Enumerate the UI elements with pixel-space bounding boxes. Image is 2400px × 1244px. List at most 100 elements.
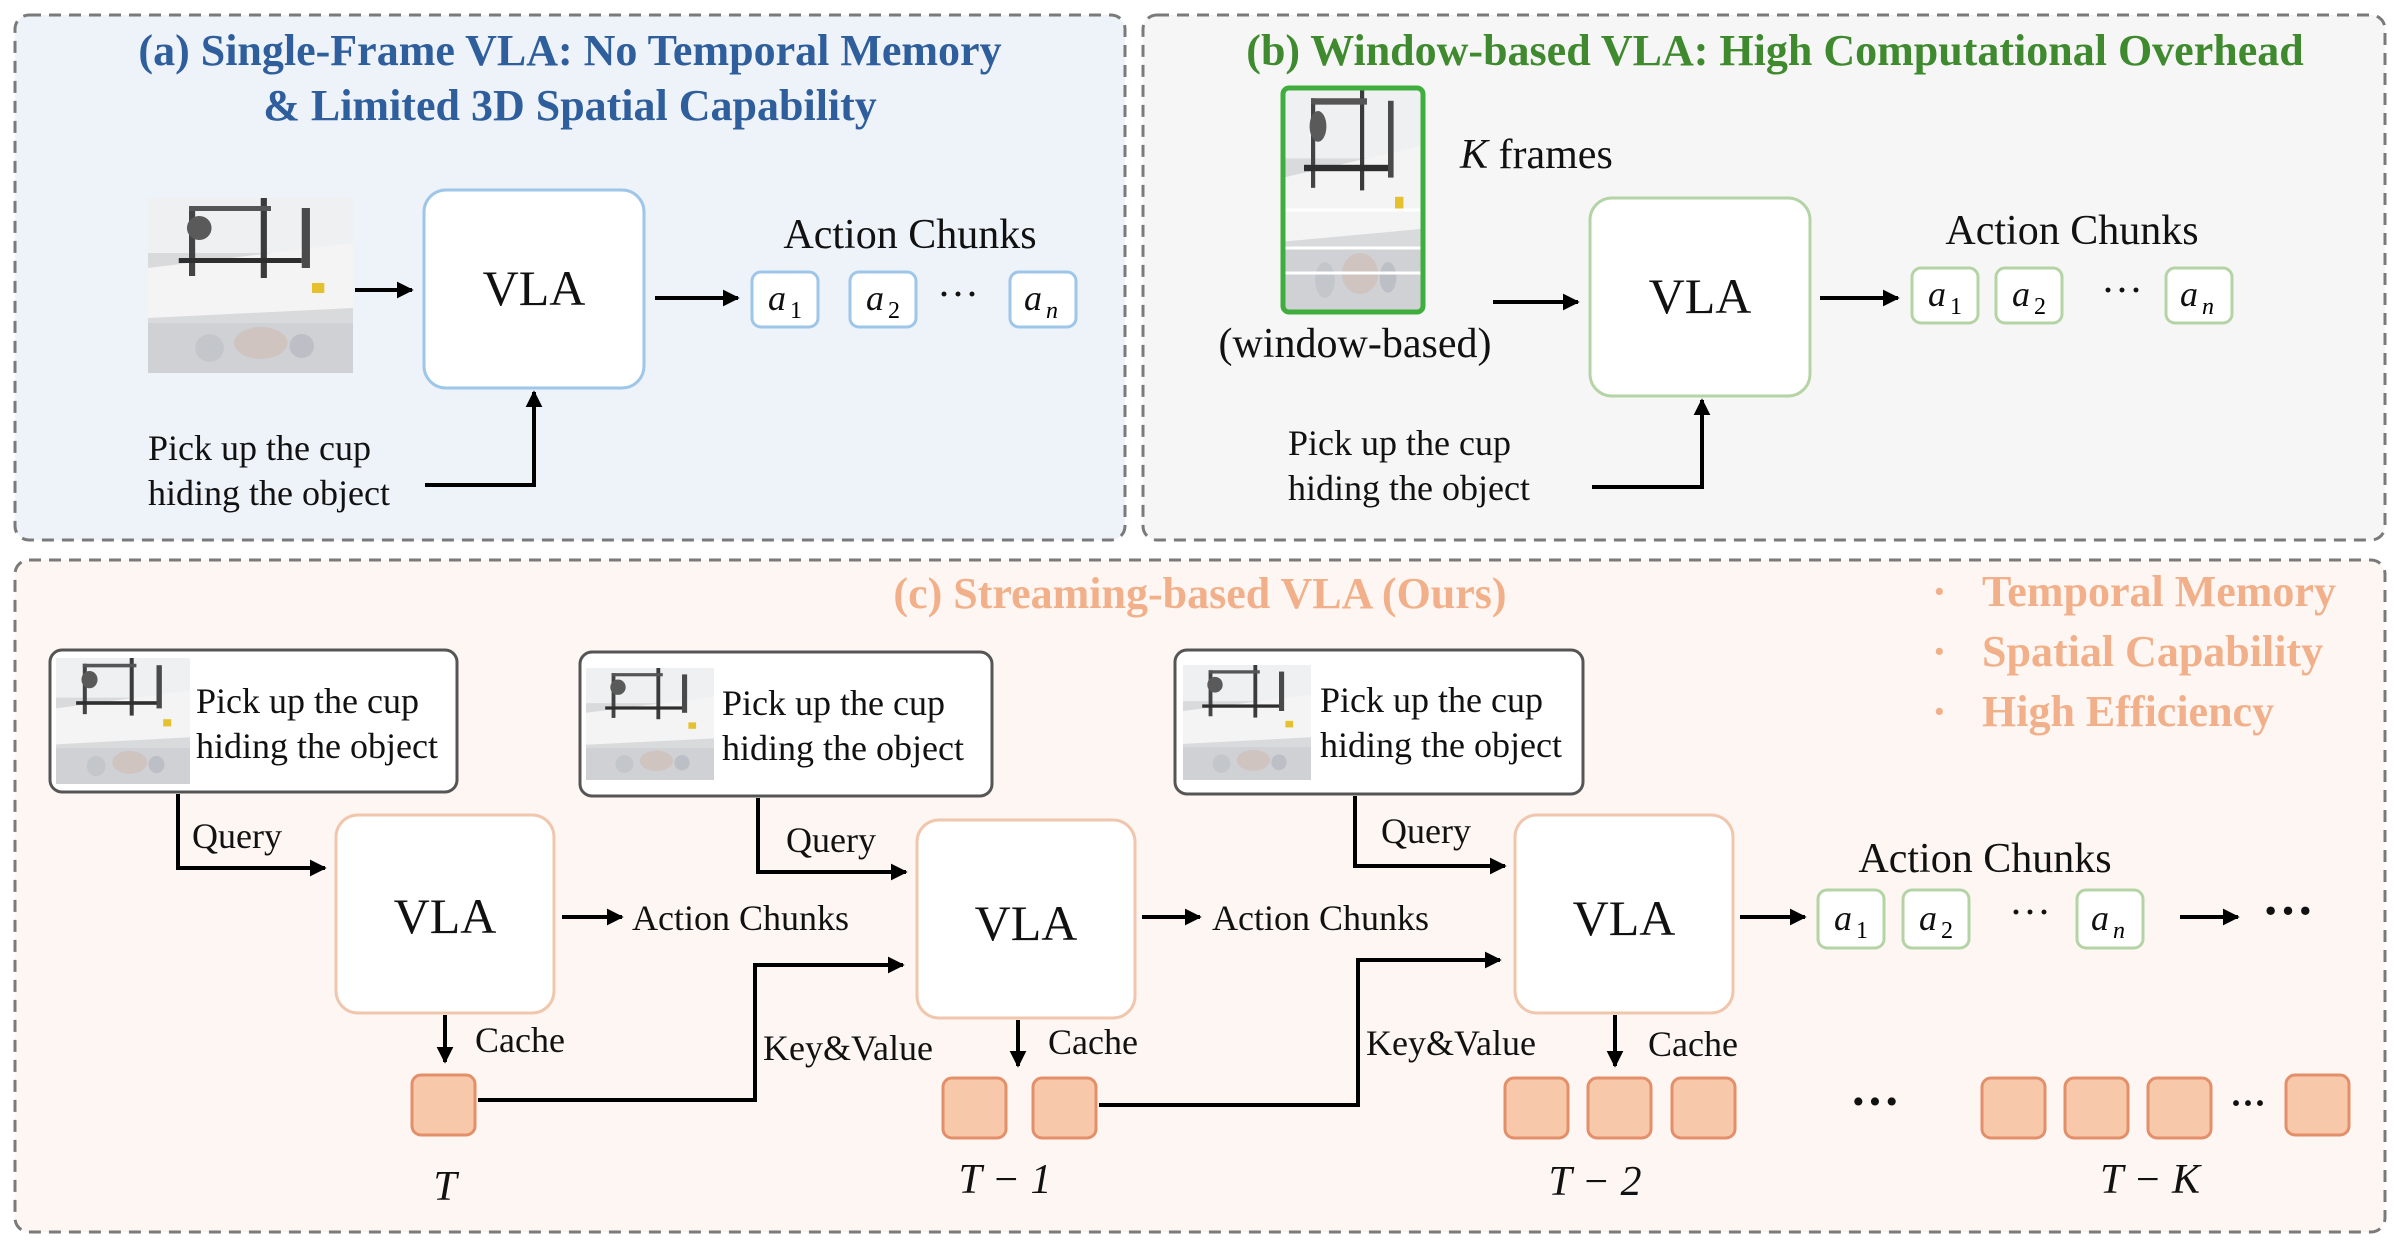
svg-text:a: a xyxy=(768,278,786,318)
svg-text:n: n xyxy=(2113,918,2125,944)
svg-text:a: a xyxy=(866,278,884,318)
step-t-instruction-line2: hiding the object xyxy=(196,726,438,766)
cache-block xyxy=(941,1076,1008,1140)
step-t2-cache-label: Cache xyxy=(1648,1024,1738,1064)
panel-a-vla-box xyxy=(422,188,646,390)
step-t1-query-arrow xyxy=(756,798,908,881)
step-t-instruction-line1: Pick up the cup xyxy=(196,681,419,721)
cache-block xyxy=(1586,1076,1653,1140)
panel-c-continue-ellipsis: ··· xyxy=(2262,883,2314,940)
step-t1-cache-label: Cache xyxy=(1048,1022,1138,1062)
time-label-t: T xyxy=(433,1164,459,1210)
step-t2-query-label: Query xyxy=(1381,811,1471,851)
svg-text:2: 2 xyxy=(2034,294,2046,320)
step-t2-input-card: Pick up the cup hiding the object xyxy=(1173,648,1585,796)
cache-block xyxy=(1031,1076,1098,1140)
svg-text:n: n xyxy=(2202,294,2214,320)
step-t-action-chunks: Action Chunks xyxy=(632,898,849,938)
panel-c: (c) Streaming-based VLA (Ours) · Tempora… xyxy=(13,558,2387,1234)
panel-a-vla-label: VLA xyxy=(483,260,586,316)
svg-text:1: 1 xyxy=(790,298,802,324)
step-t-vla-label: VLA xyxy=(394,888,497,944)
panel-b-action-chunks-label: Action Chunks xyxy=(1945,208,2198,254)
svg-text:n: n xyxy=(1046,298,1058,324)
kv-label-1: Key&Value xyxy=(763,1028,933,1068)
panel-a-token-an: a n xyxy=(1008,270,1078,329)
panel-b-frame-stack xyxy=(1280,85,1426,315)
step-t-cache-label: Cache xyxy=(475,1020,565,1060)
panel-a-instruction-line1: Pick up the cup xyxy=(148,428,371,468)
svg-text:2: 2 xyxy=(1941,918,1953,944)
time-label-t-minus-1: T − 1 xyxy=(959,1157,1052,1203)
step-t2-instruction-line1: Pick up the cup xyxy=(1320,680,1543,720)
cache-block xyxy=(410,1073,477,1137)
kv-arrow-t1-to-t2 xyxy=(1099,951,1502,1107)
panel-a-action-chunks-label: Action Chunks xyxy=(783,212,1036,258)
bullet-dot: · xyxy=(1932,687,1947,736)
cache-block xyxy=(1503,1076,1570,1140)
panel-c-token-a2: a 2 xyxy=(1901,888,1971,950)
svg-text:1: 1 xyxy=(1950,294,1962,320)
step-t2-vla-box xyxy=(1513,813,1735,1015)
panel-a-instruction-line2: hiding the object xyxy=(148,473,390,513)
panel-b-window-label: (window-based) xyxy=(1219,321,1492,367)
panel-c-token-an: a n xyxy=(2075,888,2145,950)
step-t2-query-arrow xyxy=(1353,796,1507,875)
panel-a: (a) Single-Frame VLA: No Temporal Memory… xyxy=(13,13,1127,542)
panel-b-instruction-line2: hiding the object xyxy=(1288,468,1530,508)
panel-b-token-a2: a 2 xyxy=(1994,266,2064,325)
cache-block xyxy=(1980,1076,2047,1140)
panel-a-instruction-arrow xyxy=(425,390,543,487)
bullet-spatial-capability: Spatial Capability xyxy=(1982,627,2323,676)
svg-text:1: 1 xyxy=(1856,918,1868,944)
cache-block xyxy=(2146,1076,2213,1140)
panel-c-token-ellipsis: ··· xyxy=(2009,890,2051,936)
svg-text:a: a xyxy=(1024,278,1042,318)
svg-text:a: a xyxy=(1928,274,1946,314)
cache-ellipsis: ··· xyxy=(1850,1073,1900,1129)
bullet-dot: · xyxy=(1932,567,1947,616)
panel-c-title: (c) Streaming-based VLA (Ours) xyxy=(893,569,1506,618)
panel-b-instruction-line1: Pick up the cup xyxy=(1288,423,1511,463)
step-t-query-arrow xyxy=(176,794,327,877)
panel-a-token-a1: a 1 xyxy=(750,270,820,329)
cache-block xyxy=(2063,1076,2130,1140)
panel-b-instruction-arrow xyxy=(1592,398,1711,489)
svg-text:2: 2 xyxy=(888,298,900,324)
time-label-t-minus-2: T − 2 xyxy=(1549,1159,1642,1205)
svg-text:a: a xyxy=(1919,898,1937,938)
bullet-temporal-memory: Temporal Memory xyxy=(1982,567,2336,616)
panel-b-title: (b) Window-based VLA: High Computational… xyxy=(1246,26,2303,75)
step-t-query-label: Query xyxy=(192,816,282,856)
step-t1-input-card: Pick up the cup hiding the object xyxy=(578,650,994,798)
panel-b-ellipsis: ··· xyxy=(2101,268,2143,314)
step-t1-action-chunks: Action Chunks xyxy=(1212,898,1429,938)
panel-b: (b) Window-based VLA: High Computational… xyxy=(1141,13,2387,542)
step-t1-vla-label: VLA xyxy=(975,895,1078,951)
kv-arrow-t-to-t1 xyxy=(478,956,905,1102)
panel-b-token-an: a n xyxy=(2164,266,2234,325)
step-t1-vla-box xyxy=(915,818,1137,1020)
svg-text:a: a xyxy=(2012,274,2030,314)
step-t1-instruction-line1: Pick up the cup xyxy=(722,683,945,723)
cache-ellipsis-small: ··· xyxy=(2230,1083,2266,1123)
step-t1-query-label: Query xyxy=(786,820,876,860)
panel-c-action-chunks-label: Action Chunks xyxy=(1858,836,2111,882)
cache-block xyxy=(1670,1076,1737,1140)
svg-text:a: a xyxy=(1834,898,1852,938)
svg-text:a: a xyxy=(2091,898,2109,938)
panel-c-token-a1: a 1 xyxy=(1816,888,1886,950)
step-t-input-card: Pick up the cup hiding the object xyxy=(48,648,459,794)
bullet-dot: · xyxy=(1932,627,1947,676)
svg-text:a: a xyxy=(2180,274,2198,314)
panel-a-camera-frame xyxy=(148,198,353,373)
time-label-t-minus-k: T − K xyxy=(2100,1157,2202,1203)
panel-c-bullets: · Temporal Memory · Spatial Capability ·… xyxy=(1932,567,2336,736)
panel-a-token-a2: a 2 xyxy=(848,270,918,329)
panel-b-token-a1: a 1 xyxy=(1910,266,1980,325)
panel-a-title-line2: & Limited 3D Spatial Capability xyxy=(263,81,877,130)
panel-a-title-line1: (a) Single-Frame VLA: No Temporal Memory xyxy=(138,26,1001,75)
step-t-vla-box xyxy=(334,813,556,1015)
kv-label-2: Key&Value xyxy=(1366,1023,1536,1063)
